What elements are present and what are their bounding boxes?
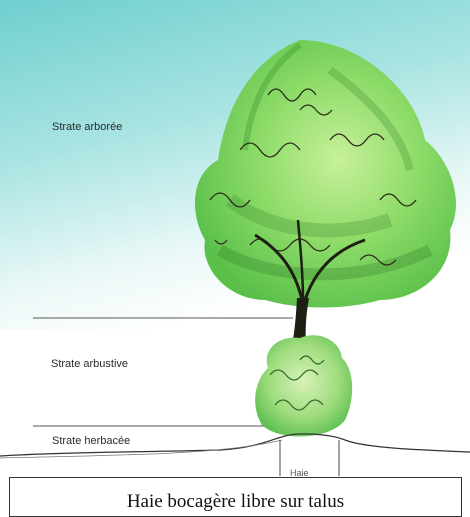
caption-box: Haie bocagère libre sur talus <box>9 477 462 517</box>
label-strate-arbustive: Strate arbustive <box>51 358 128 370</box>
shrub-illustration <box>255 335 352 436</box>
caption-text: Haie bocagère libre sur talus <box>10 491 461 513</box>
label-strate-herbacee: Strate herbacée <box>52 435 130 447</box>
label-strate-arboree: Strate arborée <box>52 121 122 133</box>
